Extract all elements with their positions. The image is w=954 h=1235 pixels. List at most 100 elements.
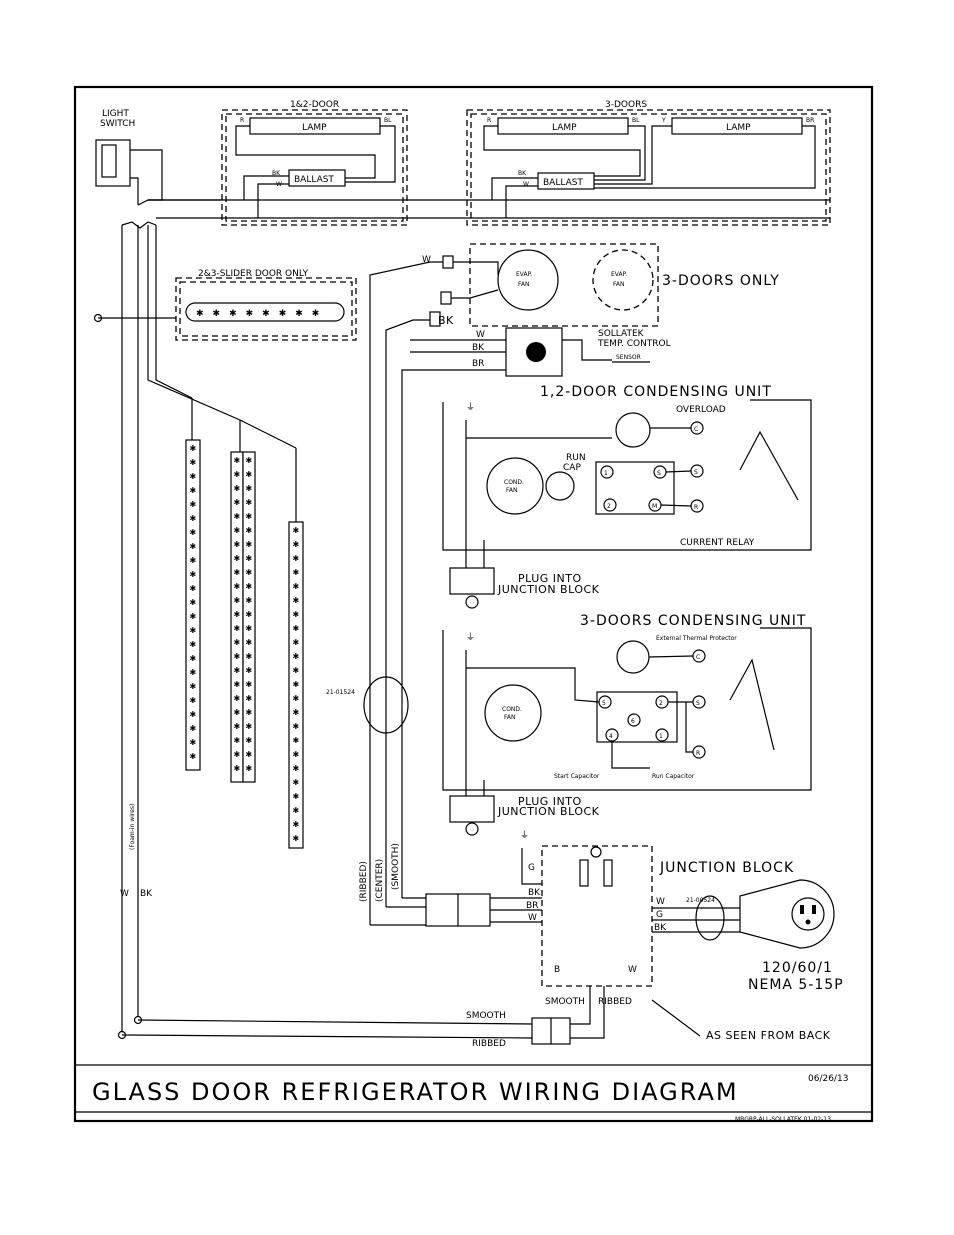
heater-star: ✱ — [246, 498, 253, 507]
light-switch-rocker — [101, 144, 117, 178]
cu3-t4: 4 — [609, 733, 613, 740]
heater-star: ✱ — [246, 526, 253, 535]
cu3-cond-fan — [484, 684, 542, 742]
cu12-cond-fan-label-2: FAN — [506, 487, 518, 494]
temp-control-label-1: SOLLATEK — [598, 329, 645, 339]
heater-strip-stars: ✱ ✱ ✱ ✱ ✱ ✱ ✱ ✱ ✱ ✱ ✱ ✱ ✱ ✱ ✱ ✱ ✱ ✱ ✱ ✱ ✱ ✱ ✱ ✱ ✱ ✱ ✱ ✱ ✱ ✱ ✱ ✱ ✱ ✱ ✱ ✱ ✱ ✱ ✱ ✱… — [190, 444, 300, 843]
cu12-plug-label-1: PLUG INTO — [518, 572, 582, 585]
heater-star: ✱ — [234, 498, 241, 507]
heater-star: ✱ — [246, 456, 253, 465]
three-doors-only-label: 3-DOORS ONLY — [662, 273, 780, 289]
heater-star: ✱ — [190, 486, 197, 495]
part-21-01524: 21-01524 — [326, 689, 355, 696]
evap-connector-3 — [429, 311, 441, 327]
heater-star: ✱ — [234, 582, 241, 591]
heater-star: ✱ — [234, 694, 241, 703]
door-heater-strips: ✱ ✱ ✱ ✱ ✱ ✱ ✱ ✱ ✱ ✱ ✱ ✱ ✱ ✱ ✱ ✱ ✱ ✱ ✱ ✱ ✱ ✱ ✱ ✱ ✱ ✱ ✱ ✱ ✱ ✱ ✱ ✱ ✱ ✱ ✱ ✱ ✱ ✱ ✱ ✱… — [185, 398, 304, 849]
condensing-unit-1-2-door: 1,2-DOOR CONDENSING UNIT ⏚ OVERLOAD C S … — [442, 384, 812, 609]
ballast-1-2-label: BALLAST — [294, 175, 334, 185]
evap-fan-1 — [497, 249, 559, 311]
heater-star: ✱ — [234, 470, 241, 479]
heater-star: ✱ — [293, 722, 300, 731]
temp-control: SOLLATEK TEMP. CONTROL SENSOR W BK BR — [410, 327, 671, 377]
heater-star: ✱ — [190, 752, 197, 761]
heater-star: ✱ — [246, 638, 253, 647]
heater-star: ✱ — [234, 666, 241, 675]
cu3-header: 3-DOORS CONDENSING UNIT — [580, 613, 806, 629]
cu3-plug — [449, 795, 495, 823]
heater-star: ✱ — [190, 612, 197, 621]
temp-control-knob — [526, 342, 546, 362]
heater-star: ✱ — [293, 526, 300, 535]
cu3-t2: 2 — [659, 700, 663, 707]
cu3-plug-label-2: JUNCTION BLOCK — [497, 805, 600, 818]
cu12-header: 1,2-DOOR CONDENSING UNIT — [540, 384, 772, 400]
heater-star: ✱ — [234, 596, 241, 605]
junction-w: W — [528, 913, 537, 923]
ballast-3-label: BALLAST — [543, 178, 583, 188]
power-line2: NEMA 5-15P — [748, 977, 844, 993]
ballast-1-2-bk: BK — [272, 170, 281, 177]
heater-star: ✱ — [234, 540, 241, 549]
heater-strip-3 — [242, 451, 256, 783]
heater-star: ✱ — [293, 638, 300, 647]
temp-bk: BK — [472, 343, 485, 353]
junction-ground: ⏚ — [520, 830, 529, 841]
evap-bk: BK — [438, 314, 454, 327]
heater-star: ✱ — [190, 556, 197, 565]
cu12-c: C — [694, 426, 698, 433]
heater-star: ✱ — [293, 792, 300, 801]
cu12-t2: 2 — [607, 503, 611, 510]
heater-star: ✱ — [293, 820, 300, 829]
cu12-cond-fan — [486, 457, 544, 515]
heater-star: ✱ — [234, 652, 241, 661]
heater-star: ✱ — [246, 484, 253, 493]
heater-star: ✱ — [293, 694, 300, 703]
lamp-3-label-1: LAMP — [552, 123, 577, 133]
cu12-plug-label-2: JUNCTION BLOCK — [497, 583, 600, 596]
heater-star: ✱ — [293, 750, 300, 759]
ballast-3-bk: BK — [518, 170, 527, 177]
heater-star: ✱ — [190, 724, 197, 733]
heater-star: ✱ — [190, 640, 197, 649]
temp-sensor: SENSOR — [616, 354, 641, 361]
heater-star: ✱ — [246, 652, 253, 661]
cu3-c: C — [696, 654, 700, 661]
heater-star: ✱ — [234, 708, 241, 717]
heater-star: ✱ — [234, 638, 241, 647]
evap-connector-2 — [440, 291, 452, 305]
heater-star: ✱ — [246, 708, 253, 717]
cu12-plug — [449, 567, 495, 595]
cu3-cond-fan-label-1: COND. — [502, 706, 522, 713]
cu12-overload — [615, 412, 651, 448]
heater-star: ✱ — [293, 554, 300, 563]
cu3-start-cap: Start Capacitor — [554, 773, 600, 780]
cu12-cond-fan-label-1: COND. — [504, 479, 524, 486]
heater-star: ✱ — [293, 610, 300, 619]
heater-star: ✱ — [246, 540, 253, 549]
as-seen-from-back: AS SEEN FROM BACK — [706, 1029, 831, 1042]
heater-star: ✱ — [234, 680, 241, 689]
heater-star: ✱ — [190, 570, 197, 579]
lamp-1-2-label: LAMP — [302, 123, 327, 133]
heater-star: ✱ — [246, 568, 253, 577]
cu3-r: R — [696, 750, 700, 757]
heater-star: ✱ — [293, 666, 300, 675]
smooth-label: (SMOOTH) — [391, 843, 401, 890]
heater-star: ✱ — [293, 834, 300, 843]
evap-fan-1-label-2: FAN — [518, 281, 530, 288]
heater-star: ✱ — [246, 582, 253, 591]
cu3-t1: 1 — [659, 733, 663, 740]
evap-fan-2-label-2: FAN — [613, 281, 625, 288]
ballast-3 — [537, 172, 595, 190]
diagram-frame — [73, 85, 874, 1123]
ribbed-label: (RIBBED) — [359, 861, 369, 902]
heater-star: ✱ — [190, 654, 197, 663]
diagram-date: 06/26/13 — [808, 1074, 848, 1084]
heater-star: ✱ — [234, 568, 241, 577]
slider-header: 2&3-SLIDER DOOR ONLY — [198, 269, 309, 279]
heater-star: ✱ — [190, 682, 197, 691]
cu12-r: R — [694, 504, 698, 511]
drawing-number: MBGRP-ALL-SOLLATEK 01-02-13 — [735, 1116, 831, 1123]
heater-star: ✱ — [246, 624, 253, 633]
